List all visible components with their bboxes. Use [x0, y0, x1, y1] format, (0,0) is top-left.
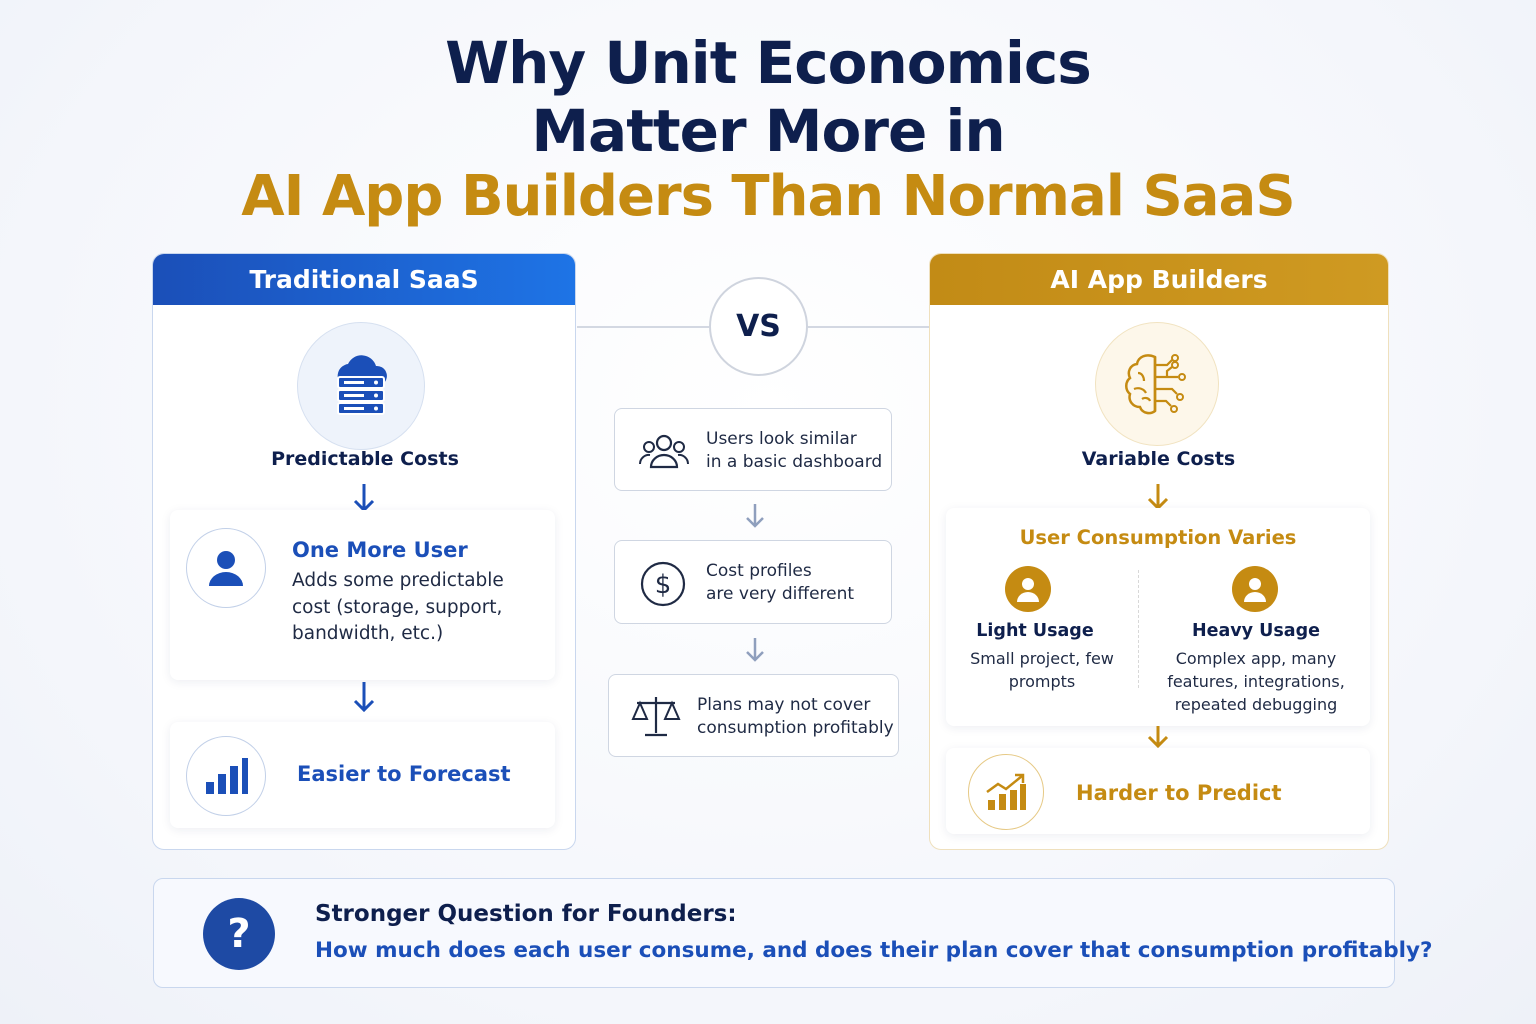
plans-may-not-cover-line-2: consumption profitably: [697, 718, 894, 738]
users-look-similar-line-1: Users look similar: [706, 429, 857, 449]
light-usage-title: Light Usage: [976, 621, 1094, 641]
vs-line-left: [577, 326, 709, 328]
cloud-server-icon: [297, 322, 425, 450]
question-icon: ?: [203, 898, 275, 970]
variable-costs-label: Variable Costs: [1081, 448, 1236, 470]
one-more-user-desc-3: bandwidth, etc.): [292, 623, 444, 644]
one-more-user-title: One More User: [292, 538, 468, 562]
founders-question-box: ? Stronger Question for Founders: How mu…: [153, 878, 1432, 988]
user-icon: [1232, 566, 1278, 612]
easier-to-forecast-label: Easier to Forecast: [297, 762, 511, 786]
plans-may-not-cover-box: Plans may not cover consumption profitab…: [608, 674, 899, 757]
light-usage-desc-2: prompts: [1008, 672, 1076, 691]
heavy-usage-desc-1: Complex app, many: [1175, 649, 1337, 668]
bar-chart-icon: [186, 736, 266, 816]
brain-circuit-icon: [1095, 322, 1219, 446]
one-more-user-card: One More User Adds some predictable cost…: [170, 510, 555, 680]
one-more-user-desc-2: cost (storage, support,: [292, 597, 503, 618]
user-consumption-card: User Consumption Varies Light Usage Smal…: [946, 508, 1370, 726]
title-line-1: Why Unit Economics: [445, 29, 1092, 97]
user-consumption-title: User Consumption Varies: [1019, 526, 1297, 549]
scale-icon: [631, 697, 681, 737]
harder-to-predict-card: Harder to Predict: [946, 748, 1370, 834]
users-look-similar-line-2: in a basic dashboard: [706, 452, 883, 472]
plans-may-not-cover-line-1: Plans may not cover: [697, 695, 871, 715]
harder-to-predict-label: Harder to Predict: [1076, 781, 1282, 805]
traditional-saas-header: Traditional SaaS: [153, 254, 575, 305]
vs-line-right: [808, 326, 929, 328]
vs-badge: VS: [709, 277, 808, 376]
founders-question-heading: Stronger Question for Founders:: [315, 901, 737, 927]
dollar-icon: $: [640, 561, 686, 607]
title-line-2: Matter More in: [531, 97, 1005, 165]
arrow-down-icon: [746, 504, 764, 528]
founders-question-text: How much does each user consume, and doe…: [315, 938, 1433, 963]
cost-profiles-line-2: are very different: [706, 584, 855, 604]
predictable-costs-label: Predictable Costs: [271, 448, 459, 470]
arrow-down-icon: [353, 682, 375, 713]
heavy-usage-desc-2: features, integrations,: [1167, 672, 1345, 691]
heavy-usage-desc-3: repeated debugging: [1174, 695, 1338, 714]
cost-profiles-box: $ Cost profiles are very different: [614, 540, 892, 624]
user-icon: [186, 528, 266, 608]
arrow-down-icon: [1147, 726, 1169, 749]
ai-app-builders-header: AI App Builders: [930, 254, 1388, 305]
usage-divider: [1138, 570, 1139, 688]
user-icon: [1005, 566, 1051, 612]
light-usage-desc-1: Small project, few: [970, 649, 1114, 668]
users-look-similar-box: Users look similar in a basic dashboard: [614, 408, 892, 491]
title-line-3: AI App Builders Than Normal SaaS: [241, 164, 1295, 229]
users-group-icon: [639, 434, 689, 469]
cost-profiles-line-1: Cost profiles: [706, 561, 812, 581]
ai-app-builders-panel: AI App Builders Variable Costs User Cons…: [929, 253, 1389, 850]
easier-to-forecast-card: Easier to Forecast: [170, 722, 555, 828]
traditional-saas-panel: Traditional SaaS Predictable Costs One M…: [152, 253, 576, 850]
one-more-user-desc-1: Adds some predictable: [292, 570, 504, 591]
trend-chart-icon: [968, 754, 1044, 830]
svg-text:$: $: [655, 570, 672, 600]
heavy-usage-title: Heavy Usage: [1191, 621, 1321, 641]
arrow-down-icon: [746, 638, 764, 662]
